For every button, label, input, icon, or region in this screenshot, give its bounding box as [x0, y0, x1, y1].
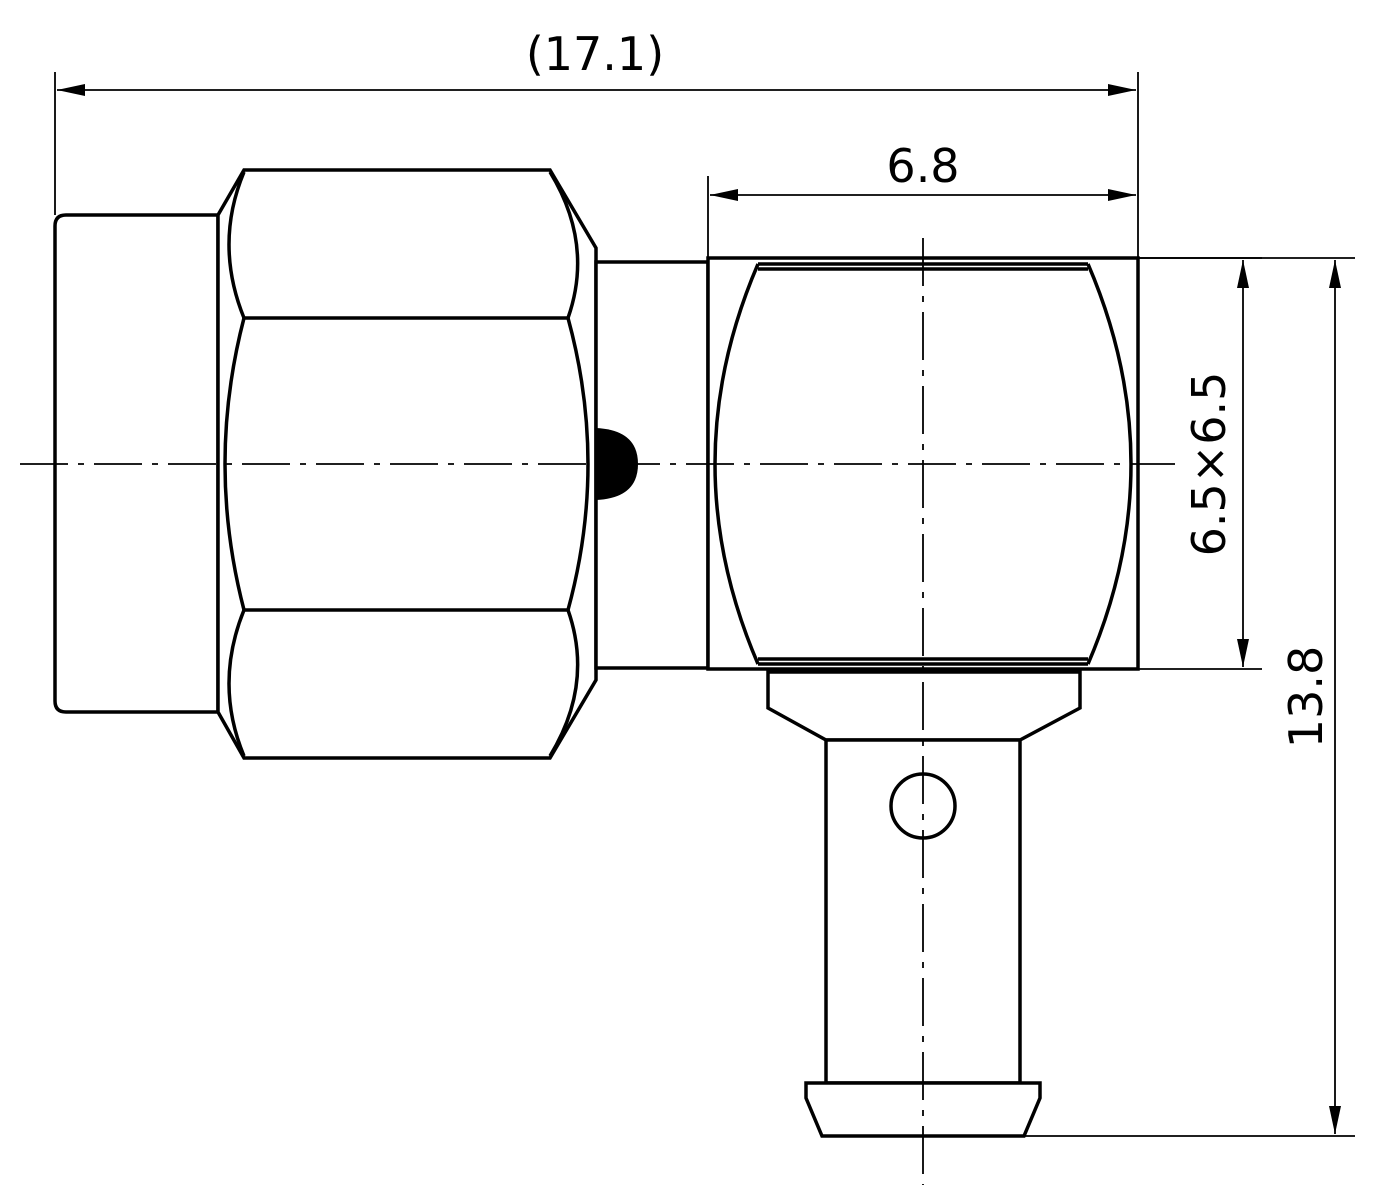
connector-neck [594, 260, 710, 670]
dim-body-width-label: 6.8 [886, 139, 959, 193]
dimension-overall-height: 13.8 [1024, 257, 1355, 1137]
dim-body-section-label: 6.5×6.5 [1182, 372, 1236, 557]
dimension-overall-length: (17.1) [54, 27, 1139, 258]
cable-entry [766, 670, 1082, 1138]
dimension-body-section: 6.5×6.5 [1138, 257, 1262, 670]
center-lines [20, 238, 1175, 1185]
dim-overall-height-label: 13.8 [1279, 646, 1333, 748]
dimension-body-width: 6.8 [707, 139, 1136, 258]
dim-overall-length-label: (17.1) [526, 27, 664, 81]
